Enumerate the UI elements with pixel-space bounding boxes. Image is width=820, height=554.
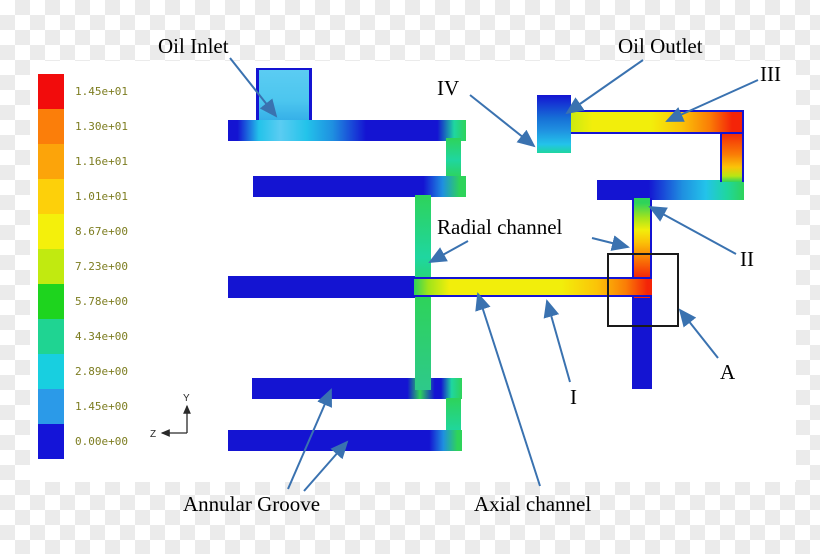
legend-row: 7.23e+00 xyxy=(38,249,128,284)
numeral-ii-label: II xyxy=(740,247,754,271)
region-a-box xyxy=(607,253,679,327)
oil-inlet-region xyxy=(256,68,312,126)
legend-value: 1.30e+01 xyxy=(75,120,128,133)
legend-value: 4.34e+00 xyxy=(75,330,128,343)
oil-outlet-label: Oil Outlet xyxy=(618,34,703,58)
legend-value: 5.78e+00 xyxy=(75,295,128,308)
legend-color-swatch xyxy=(38,144,64,179)
legend-color-swatch xyxy=(38,389,64,424)
legend-value: 1.45e+00 xyxy=(75,400,128,413)
annular-groove-bar-3 xyxy=(228,276,418,298)
legend-color-swatch xyxy=(38,284,64,319)
legend-value: 1.16e+01 xyxy=(75,155,128,168)
numeral-i-label: I xyxy=(570,385,577,409)
legend-row: 4.34e+00 xyxy=(38,319,128,354)
legend-row: 1.45e+01 xyxy=(38,74,128,109)
legend-color-swatch xyxy=(38,249,64,284)
legend-color-swatch xyxy=(38,214,64,249)
legend-row: 5.78e+00 xyxy=(38,284,128,319)
groove-connector-1 xyxy=(446,138,461,178)
legend-row: 2.89e+00 xyxy=(38,354,128,389)
annular-groove-label: Annular Groove xyxy=(183,492,321,516)
annular-groove-bar-5 xyxy=(228,430,462,451)
legend-row: 1.01e+01 xyxy=(38,179,128,214)
radial-channel-label: Radial channel xyxy=(437,215,563,239)
legend-color-swatch xyxy=(38,319,64,354)
legend-row: 0.00e+00 xyxy=(38,424,128,459)
legend-color-swatch xyxy=(38,74,64,109)
legend-value: 1.01e+01 xyxy=(75,190,128,203)
velocity-legend: 1.45e+01 1.30e+01 1.16e+01 1.01e+01 8.67… xyxy=(38,74,128,459)
region-a-label: A xyxy=(720,360,736,384)
legend-row: 1.30e+01 xyxy=(38,109,128,144)
legend-color-swatch xyxy=(38,179,64,214)
outlet-riser-region xyxy=(720,132,744,182)
legend-value: 8.67e+00 xyxy=(75,225,128,238)
legend-value: 1.45e+01 xyxy=(75,85,128,98)
numeral-iv-label: IV xyxy=(437,76,460,100)
groove-connector-2 xyxy=(446,398,461,432)
axial-channel-label: Axial channel xyxy=(474,492,592,516)
annular-groove-bar-1 xyxy=(228,120,466,141)
legend-value: 2.89e+00 xyxy=(75,365,128,378)
legend-color-swatch xyxy=(38,109,64,144)
stagnant-channel-below-a xyxy=(632,297,652,389)
numeral-iii-label: III xyxy=(760,62,781,86)
legend-row: 1.16e+01 xyxy=(38,144,128,179)
annular-groove-bar-2 xyxy=(253,176,466,197)
legend-value: 0.00e+00 xyxy=(75,435,128,448)
oil-inlet-label: Oil Inlet xyxy=(158,34,229,58)
legend-row: 1.45e+00 xyxy=(38,389,128,424)
legend-row: 8.67e+00 xyxy=(38,214,128,249)
right-mid-groove-bar xyxy=(597,180,744,200)
legend-color-swatch xyxy=(38,424,64,459)
legend-color-swatch xyxy=(38,354,64,389)
oil-outlet-region xyxy=(537,95,571,153)
legend-value: 7.23e+00 xyxy=(75,260,128,273)
